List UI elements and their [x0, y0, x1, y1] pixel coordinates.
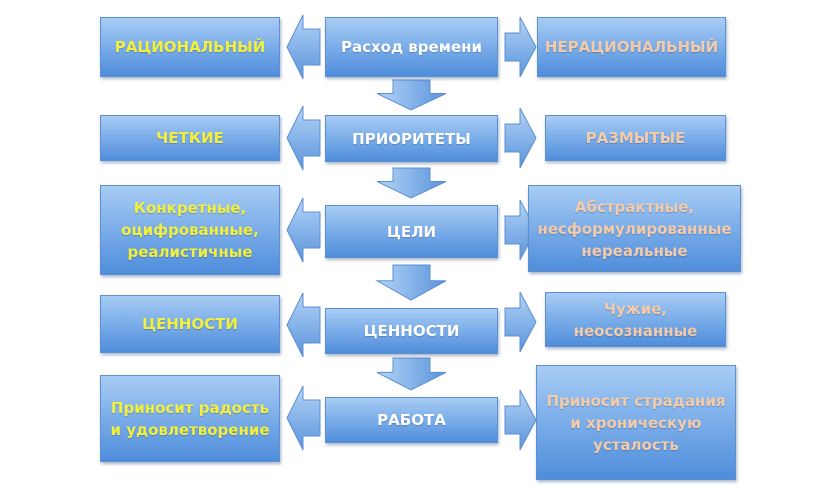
irrational-label: НЕРАЦИОНАЛЬНЫЙ: [544, 38, 719, 56]
values-left-box: ЦЕННОСТИ: [100, 295, 280, 353]
right-arrow-icon: [504, 16, 537, 78]
right-arrow-icon: [504, 389, 537, 451]
down-arrow-icon: [376, 79, 447, 111]
goals-box: ЦЕЛИ: [325, 205, 498, 258]
down-arrow-icon: [376, 357, 447, 391]
left-arrow-icon: [286, 197, 321, 263]
suffering-label: Приносит страдания и хроническую усталос…: [546, 391, 726, 454]
right-arrow-icon: [504, 107, 537, 169]
blurred-box: РАЗМЫТЫЕ: [545, 115, 726, 161]
clear-box: ЧЕТКИЕ: [100, 115, 280, 161]
alien-values-box: Чужие, неосознанные: [545, 292, 726, 347]
left-arrow-icon: [286, 385, 321, 451]
left-arrow-icon: [286, 105, 321, 171]
work-label: РАБОТА: [377, 411, 446, 429]
blurred-label: РАЗМЫТЫЕ: [585, 129, 686, 147]
right-arrow-icon: [504, 291, 537, 353]
down-arrow-icon: [375, 264, 447, 301]
irrational-box: НЕРАЦИОНАЛЬНЫЙ: [537, 17, 726, 77]
values-label: ЦЕННОСТИ: [363, 322, 460, 340]
concrete-goals-box: Конкретные, оцифрованные, реалистичные: [100, 185, 280, 275]
rational-box: РАЦИОНАЛЬНЫЙ: [100, 17, 280, 77]
priorities-label: ПРИОРИТЕТЫ: [352, 129, 471, 148]
values-box: ЦЕННОСТИ: [325, 308, 498, 354]
joy-box: Приносит радость и удовлетворение: [100, 375, 280, 462]
rational-label: РАЦИОНАЛЬНЫЙ: [114, 38, 266, 56]
down-arrow-icon: [376, 167, 447, 199]
abstract-goals-label: Абстрактные, несформулированные нереальн…: [537, 197, 732, 260]
left-arrow-icon: [286, 14, 321, 80]
time-spending-label: Расход времени: [340, 38, 483, 56]
priorities-box: ПРИОРИТЕТЫ: [325, 115, 498, 162]
work-box: РАБОТА: [325, 397, 498, 443]
suffering-box: Приносит страдания и хроническую усталос…: [536, 365, 736, 480]
alien-values-label: Чужие, неосознанные: [573, 299, 698, 340]
concrete-goals-label: Конкретные, оцифрованные, реалистичные: [121, 199, 259, 261]
joy-label: Приносит радость и удовлетворение: [110, 398, 270, 439]
clear-label: ЧЕТКИЕ: [156, 129, 224, 147]
goals-label: ЦЕЛИ: [386, 222, 437, 241]
left-arrow-icon: [286, 292, 321, 358]
values-left-label: ЦЕННОСТИ: [142, 315, 238, 333]
abstract-goals-box: Абстрактные, несформулированные нереальн…: [528, 185, 741, 272]
time-spending-box: Расход времени: [325, 17, 498, 77]
